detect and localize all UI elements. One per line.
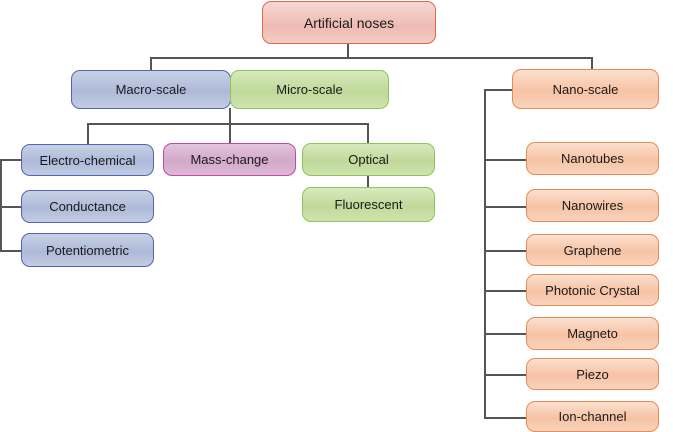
connector-micro-down xyxy=(229,108,231,144)
node-nanotubes: Nanotubes xyxy=(526,142,659,175)
node-optical: Optical xyxy=(302,143,435,176)
connector-nano-1 xyxy=(484,159,527,161)
connector-to-electrochemical xyxy=(87,123,89,144)
node-mass-change: Mass-change xyxy=(163,143,296,176)
node-potentiometric: Potentiometric xyxy=(21,233,154,267)
connector-nano-4 xyxy=(484,290,527,292)
connector-root-down xyxy=(347,44,349,57)
connector-nano-vertical xyxy=(484,89,486,417)
connector-level2-horizontal xyxy=(87,123,368,125)
connector-macro-vertical xyxy=(0,159,2,251)
connector-to-macro xyxy=(150,57,152,70)
connector-macro-2 xyxy=(0,206,21,208)
node-piezo: Piezo xyxy=(526,358,659,390)
connector-nano-head xyxy=(484,89,513,91)
connector-macro-3 xyxy=(0,250,21,252)
connector-level1-horizontal xyxy=(150,57,592,59)
node-macro-scale: Macro-scale xyxy=(71,70,231,109)
node-conductance: Conductance xyxy=(21,190,154,223)
connector-optical-fluorescent xyxy=(367,175,369,187)
connector-nano-7 xyxy=(484,417,527,419)
connector-nano-6 xyxy=(484,374,527,376)
node-graphene: Graphene xyxy=(526,234,659,266)
connector-to-optical xyxy=(367,123,369,144)
node-magneto: Magneto xyxy=(526,317,659,350)
node-nano-scale: Nano-scale xyxy=(512,69,659,109)
connector-nano-3 xyxy=(484,250,527,252)
connector-nano-2 xyxy=(484,206,527,208)
node-fluorescent: Fluorescent xyxy=(302,187,435,222)
node-ion-channel: Ion-channel xyxy=(526,401,659,432)
node-electro-chemical: Electro-chemical xyxy=(21,144,154,176)
connector-nano-5 xyxy=(484,333,527,335)
connector-to-nano xyxy=(591,57,593,70)
node-artificial-noses: Artificial noses xyxy=(262,1,436,44)
connector-macro-1 xyxy=(0,159,21,161)
node-micro-scale: Micro-scale xyxy=(230,70,389,109)
node-photonic-crystal: Photonic Crystal xyxy=(526,274,659,306)
node-nanowires: Nanowires xyxy=(526,189,659,222)
